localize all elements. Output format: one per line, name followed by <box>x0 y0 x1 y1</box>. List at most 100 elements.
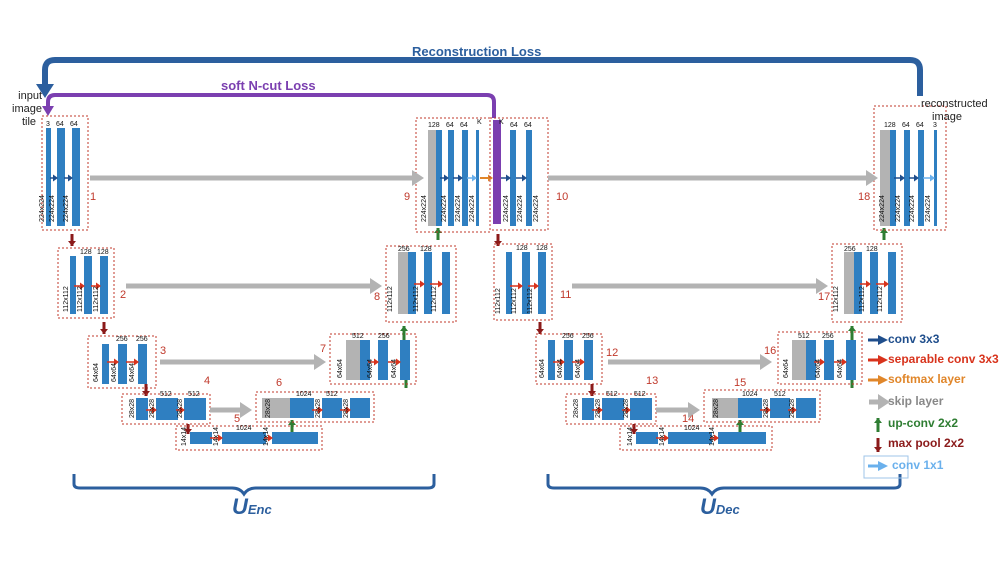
enc-s3-size-2: 64x64 <box>111 363 118 382</box>
dec-s13-bar-3 <box>630 398 652 420</box>
legend-item-6: conv 1x1 <box>892 458 944 472</box>
dec-stage-12-number: 12 <box>606 347 618 359</box>
enc-s4-ch-2: 512 <box>188 391 200 398</box>
enc-s6-size-3: 28x28 <box>343 399 350 418</box>
enc-stage-9-number: 9 <box>404 191 410 203</box>
enc-s3-size-3: 64x64 <box>129 363 136 382</box>
enc-s6-size-1: 28x28 <box>265 399 272 418</box>
enc-s4-bar-1 <box>136 398 148 420</box>
legend-item-5: max pool 2x2 <box>888 436 965 450</box>
enc-s9-bar-1 <box>436 130 442 226</box>
enc-s4-bar-2 <box>156 398 178 420</box>
u-dec-brace <box>546 474 902 497</box>
enc-maxpool-1-head <box>68 241 76 246</box>
u-enc-label: UEnc <box>232 494 272 520</box>
enc-s3-size-1: 64x64 <box>93 363 100 382</box>
enc-s7-size-3: 64x64 <box>391 359 398 378</box>
enc-s1-bar-1 <box>46 128 51 226</box>
enc-stage-2-box <box>57 247 115 319</box>
dec-stage-18-box <box>873 105 947 231</box>
enc-s1-ch-2: 64 <box>56 121 64 128</box>
dec-s18-ch-4: 3 <box>933 122 937 129</box>
dec-s16-size-3: 64x64 <box>837 359 844 378</box>
enc-s8-size-2: 112x112 <box>413 286 420 312</box>
dec-s17-sep-b-head <box>884 280 889 288</box>
enc-s6-sep-b-head <box>346 406 351 414</box>
dec-s12-size-1: 64x64 <box>539 359 546 378</box>
dec-stage-10-number: 10 <box>556 191 568 203</box>
enc-s7-bar-skip <box>346 340 360 380</box>
dec-s12-bar-3 <box>584 340 593 380</box>
enc-s9-bar-3 <box>462 130 468 226</box>
enc-s9-ch-3: 64 <box>460 122 468 129</box>
dec-s18-size-1: 224x224 <box>879 195 886 222</box>
dec-s18-ch-3: 64 <box>916 122 924 129</box>
enc-upconv-7-head <box>400 326 408 331</box>
dec-s13-size-3: 28x28 <box>623 399 630 418</box>
dec-s16-bar-3 <box>846 340 856 380</box>
enc-s5-sep-b-head <box>268 434 273 442</box>
dec-s13-bar-1 <box>582 398 594 420</box>
enc-s9-size-3: 224x224 <box>455 195 462 222</box>
enc-s6-bar-1 <box>290 398 314 418</box>
dec-s11-ch-2: 128 <box>536 245 548 252</box>
dec-s14-size-1: 14x14 <box>627 427 634 446</box>
dec-s15-bar-2 <box>770 398 790 418</box>
dec-maxpool-2-head <box>536 329 544 334</box>
dec-s11-size-1: 112x112 <box>495 288 502 314</box>
dec-s18-size-4: 224x224 <box>925 195 932 222</box>
enc-s3-bar-3 <box>138 344 147 384</box>
legend-icon-4-head <box>874 418 882 423</box>
input-label-line1: input <box>18 90 42 102</box>
dec-s18-bar-1 <box>890 130 896 226</box>
enc-s6-ch-1: 1024 <box>296 391 312 398</box>
dec-s13-ch-2: 512 <box>634 391 646 398</box>
enc-s2-ch-2: 128 <box>97 249 109 256</box>
enc-s9-size-4: 224x224 <box>469 195 476 222</box>
enc-s1-size-2: 224x224 <box>49 195 56 222</box>
enc-stage-9-box <box>415 117 491 233</box>
enc-s6-bar-3 <box>350 398 370 418</box>
dec-s15-sep-b-head <box>792 406 797 414</box>
enc-s9-ch-2: 64 <box>446 122 454 129</box>
reconstruction-loss-arrow <box>42 57 923 96</box>
dec-s16-size-2: 64x64 <box>815 359 822 378</box>
enc-skip-4-head <box>240 402 252 418</box>
dec-s15-sep-a-head <box>766 406 771 414</box>
dec-skip-3-head <box>760 354 772 370</box>
dec-stage-15-box <box>703 389 821 423</box>
enc-stage-4-box <box>121 393 211 425</box>
enc-s7-ch-2: 256 <box>378 333 390 340</box>
dec-s17-size-1: 112x112 <box>833 286 840 312</box>
dec-s14-size-2: 14x14 <box>659 427 666 446</box>
enc-skip-3-head <box>314 354 326 370</box>
dec-s13-size-2: 28x28 <box>595 399 602 418</box>
dec-s11-bar-2 <box>522 252 530 314</box>
enc-stage-3-number: 3 <box>160 345 166 357</box>
dec-s17-bar-skip <box>844 252 854 314</box>
legend-item-3: skip layer <box>888 394 944 408</box>
dec-s15-bar-3 <box>796 398 816 418</box>
reconstruction-loss-label: Reconstruction Loss <box>412 44 542 59</box>
dec-s10-ch-3: 64 <box>524 122 532 129</box>
dec-s11-ch-1: 128 <box>516 245 528 252</box>
enc-stage-6-box <box>255 391 375 423</box>
enc-s5-size-2: 14x14 <box>213 427 220 446</box>
enc-s6-ch-2: 512 <box>326 391 338 398</box>
u-dec-letter: U <box>700 494 716 519</box>
enc-s1-size-1: 224x224 <box>39 195 46 222</box>
dec-stage-15-number: 15 <box>734 377 746 389</box>
dec-s10-bar-1 <box>510 130 516 226</box>
enc-stage-4-number: 4 <box>204 375 210 387</box>
legend-icon-0-head <box>878 335 888 345</box>
dec-stage-11-box <box>493 243 553 321</box>
enc-s5-bar-3 <box>272 432 318 444</box>
enc-s7-size-1: 64x64 <box>337 359 344 378</box>
legend-item-0: conv 3x3 <box>888 332 940 346</box>
u-enc-letter: U <box>232 494 248 519</box>
dec-stage-11-number: 11 <box>560 289 571 301</box>
dec-s18-bar-2 <box>904 130 910 226</box>
dec-s17-size-2: 112x112 <box>859 286 866 312</box>
enc-maxpool-2-head <box>100 329 108 334</box>
